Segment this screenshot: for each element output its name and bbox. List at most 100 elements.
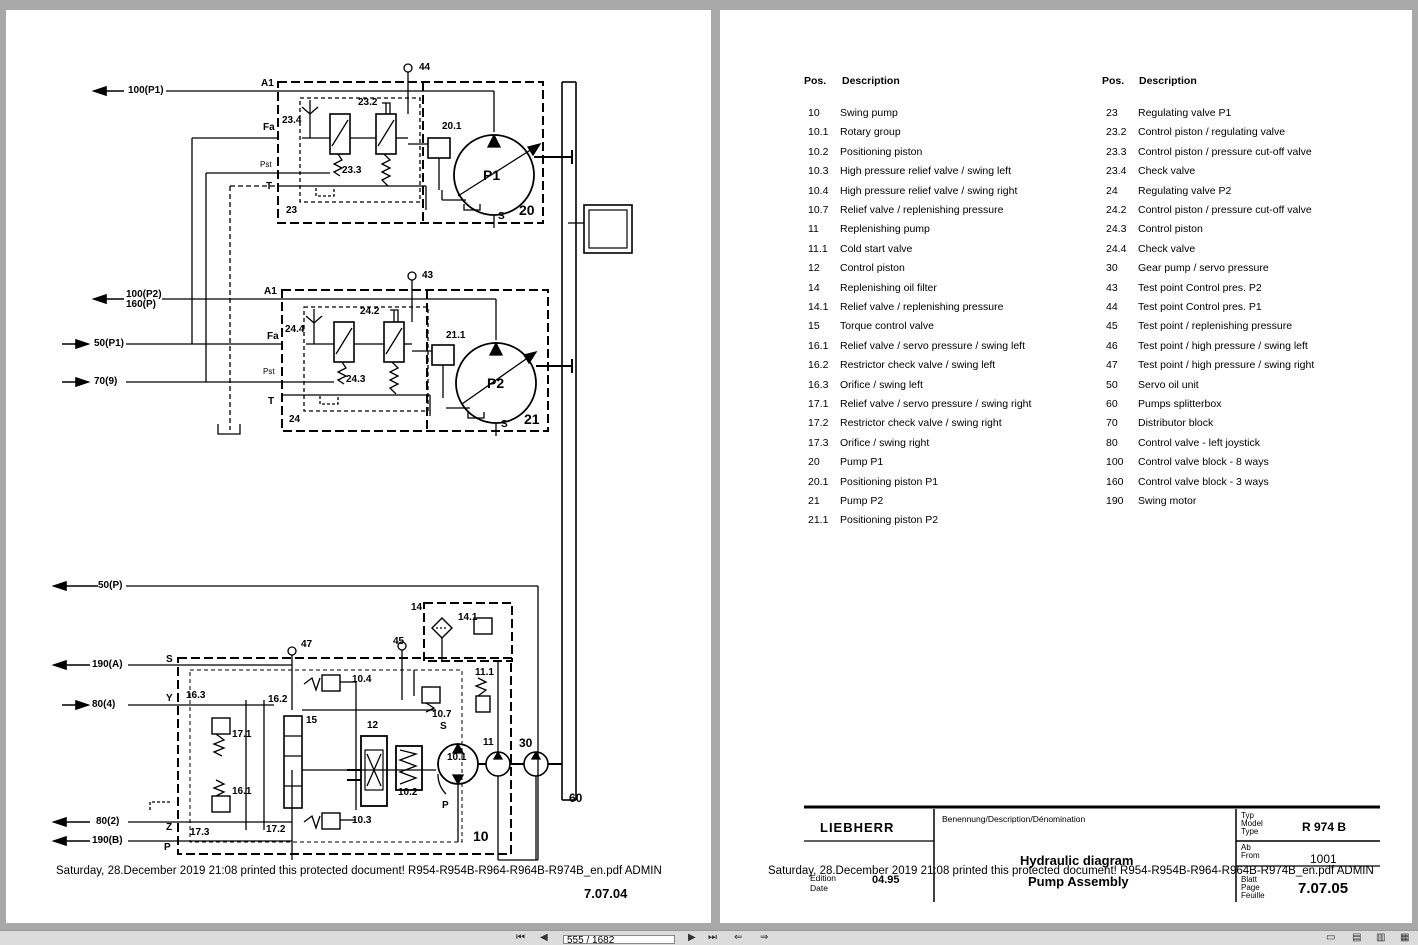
left_rows-desc: Torque control valve <box>840 320 934 333</box>
label-10-2: 10.2 <box>398 787 418 798</box>
left_rows-pos: 14 <box>808 281 820 294</box>
label-24-2: 24.2 <box>360 306 380 317</box>
right_rows-desc: Control piston <box>1138 223 1203 236</box>
left_rows-desc: Orifice / swing left <box>840 378 923 391</box>
right_rows-pos: 46 <box>1106 339 1118 352</box>
label-21: 21 <box>524 411 540 427</box>
label-21-1: 21.1 <box>446 330 466 341</box>
left_rows-desc: Positioning piston P1 <box>840 475 939 488</box>
page-label: Page <box>1241 883 1260 892</box>
label-s-bot: S <box>166 654 173 665</box>
right_rows-pos: 100 <box>1106 456 1124 469</box>
label-50-p: 50(P) <box>98 580 123 591</box>
blatt-label: Blatt <box>1241 875 1258 884</box>
hydraulic-diagram <box>51 63 633 861</box>
label-16-2: 16.2 <box>268 694 288 705</box>
label-10-7: 10.7 <box>432 709 452 720</box>
right_rows-pos: 23.2 <box>1106 126 1127 139</box>
label-a1-top: A1 <box>261 78 274 89</box>
label-100-p2: 100(P2) <box>126 289 162 300</box>
label-p2: P2 <box>487 375 505 391</box>
left_rows-pos: 21.1 <box>808 514 829 527</box>
model-value: R 974 B <box>1302 820 1347 834</box>
right_rows-desc: Test point Control pres. P2 <box>1138 281 1262 294</box>
forward-icon[interactable]: ⇒ <box>760 932 769 943</box>
fit-page-icon[interactable]: ▭ <box>1326 932 1336 943</box>
left_rows-pos: 10.3 <box>808 165 829 178</box>
label-20-1: 20.1 <box>442 121 462 132</box>
label-t-mid: T <box>268 396 275 407</box>
left_rows-pos: 10.7 <box>808 204 829 216</box>
left_rows-desc: Pump P2 <box>840 495 884 507</box>
label-10-3: 10.3 <box>352 815 372 826</box>
right_rows-pos: 47 <box>1106 359 1118 372</box>
right_rows-pos: 23 <box>1106 107 1118 119</box>
last-page-icon[interactable]: ⏭ <box>708 932 717 943</box>
serial-value: 1001 <box>1310 852 1337 866</box>
left_rows-pos: 10 <box>808 107 820 119</box>
continuous-icon[interactable]: ▤ <box>1352 932 1362 943</box>
left_rows-desc: Relief valve / replenishing pressure <box>840 301 1004 313</box>
right_rows-pos: 43 <box>1106 281 1118 294</box>
left_rows-desc: Pump P1 <box>840 456 884 469</box>
viewer-toolbar: ⏮ ◀ ▶ ⏭ ⇐ ⇒ ▭ ▤ ▥ ▦ <box>0 930 1418 945</box>
page-number-input[interactable]: 555 / 1682 <box>563 935 675 944</box>
two-page-icon[interactable]: ▥ <box>1376 932 1386 943</box>
left_rows-desc: High pressure relief valve / swing right <box>840 184 1018 197</box>
col1-desc-header: Description <box>842 75 900 87</box>
label-fa-top: Fa <box>263 122 275 133</box>
next-page-icon[interactable]: ▶ <box>688 932 696 943</box>
right_rows-desc: Control valve block - 8 ways <box>1138 456 1269 469</box>
label-14: 14 <box>411 602 423 613</box>
diagram-subtitle: Pump Assembly <box>1028 874 1129 889</box>
right_rows-pos: 60 <box>1106 398 1118 410</box>
label-45: 45 <box>393 636 405 647</box>
label-15: 15 <box>306 715 318 726</box>
left_rows-desc: Control piston <box>840 262 905 275</box>
label-p1: P1 <box>483 167 501 183</box>
right_rows-desc: Swing motor <box>1138 495 1197 507</box>
label-23-2: 23.2 <box>358 97 378 108</box>
right_rows-pos: 44 <box>1106 301 1118 313</box>
left_rows-pos: 20 <box>808 456 820 469</box>
facing-icon[interactable]: ▦ <box>1400 932 1410 943</box>
right_rows-pos: 23.4 <box>1106 165 1127 178</box>
left_rows-desc: Rotary group <box>840 126 901 139</box>
label-20: 20 <box>519 202 535 218</box>
left_rows-desc: Relief valve / replenishing pressure <box>840 204 1004 216</box>
page-code: 7.07.04 <box>584 886 628 901</box>
typ-label: Typ <box>1241 811 1254 820</box>
right_rows-desc: Check valve <box>1138 165 1196 178</box>
right_rows-pos: 24 <box>1106 184 1118 197</box>
label-11-1: 11.1 <box>475 667 494 678</box>
date-label: Date <box>810 883 828 893</box>
prev-page-icon[interactable]: ◀ <box>540 932 548 943</box>
left_rows-desc: High pressure relief valve / swing left <box>840 165 1011 178</box>
label-190-a: 190(A) <box>92 659 123 670</box>
first-page-icon[interactable]: ⏮ <box>516 932 525 943</box>
left_rows-desc: Orifice / swing right <box>840 436 930 449</box>
left_rows-desc: Positioning piston <box>840 145 923 158</box>
back-icon[interactable]: ⇐ <box>734 932 743 943</box>
label-23: 23 <box>286 205 298 216</box>
left_rows-pos: 16.1 <box>808 339 829 352</box>
label-100-p1: 100(P1) <box>128 85 164 96</box>
left_rows-pos: 14.1 <box>808 301 829 313</box>
label-23-4: 23.4 <box>282 115 302 126</box>
label-s-mid: S <box>501 419 508 430</box>
right_rows-pos: 24.2 <box>1106 204 1127 216</box>
right_rows-pos: 24.4 <box>1106 242 1127 255</box>
label-44: 44 <box>419 62 431 73</box>
label-s-pump: S <box>440 721 447 732</box>
right_rows-desc: Control piston / pressure cut-off valve <box>1138 145 1312 158</box>
left_rows-pos: 11.1 <box>808 242 828 255</box>
label-43: 43 <box>422 270 434 281</box>
right_rows-desc: Test point / replenishing pressure <box>1138 320 1293 333</box>
right_rows-desc: Control piston / pressure cut-off valve <box>1138 204 1312 216</box>
label-z-bot: Z <box>166 822 173 833</box>
left_rows-desc: Restrictor check valve / swing right <box>840 417 1002 430</box>
label-t-top: T <box>266 181 273 192</box>
right_rows-pos: 23.3 <box>1106 145 1127 158</box>
label-70-9: 70(9) <box>94 376 118 387</box>
